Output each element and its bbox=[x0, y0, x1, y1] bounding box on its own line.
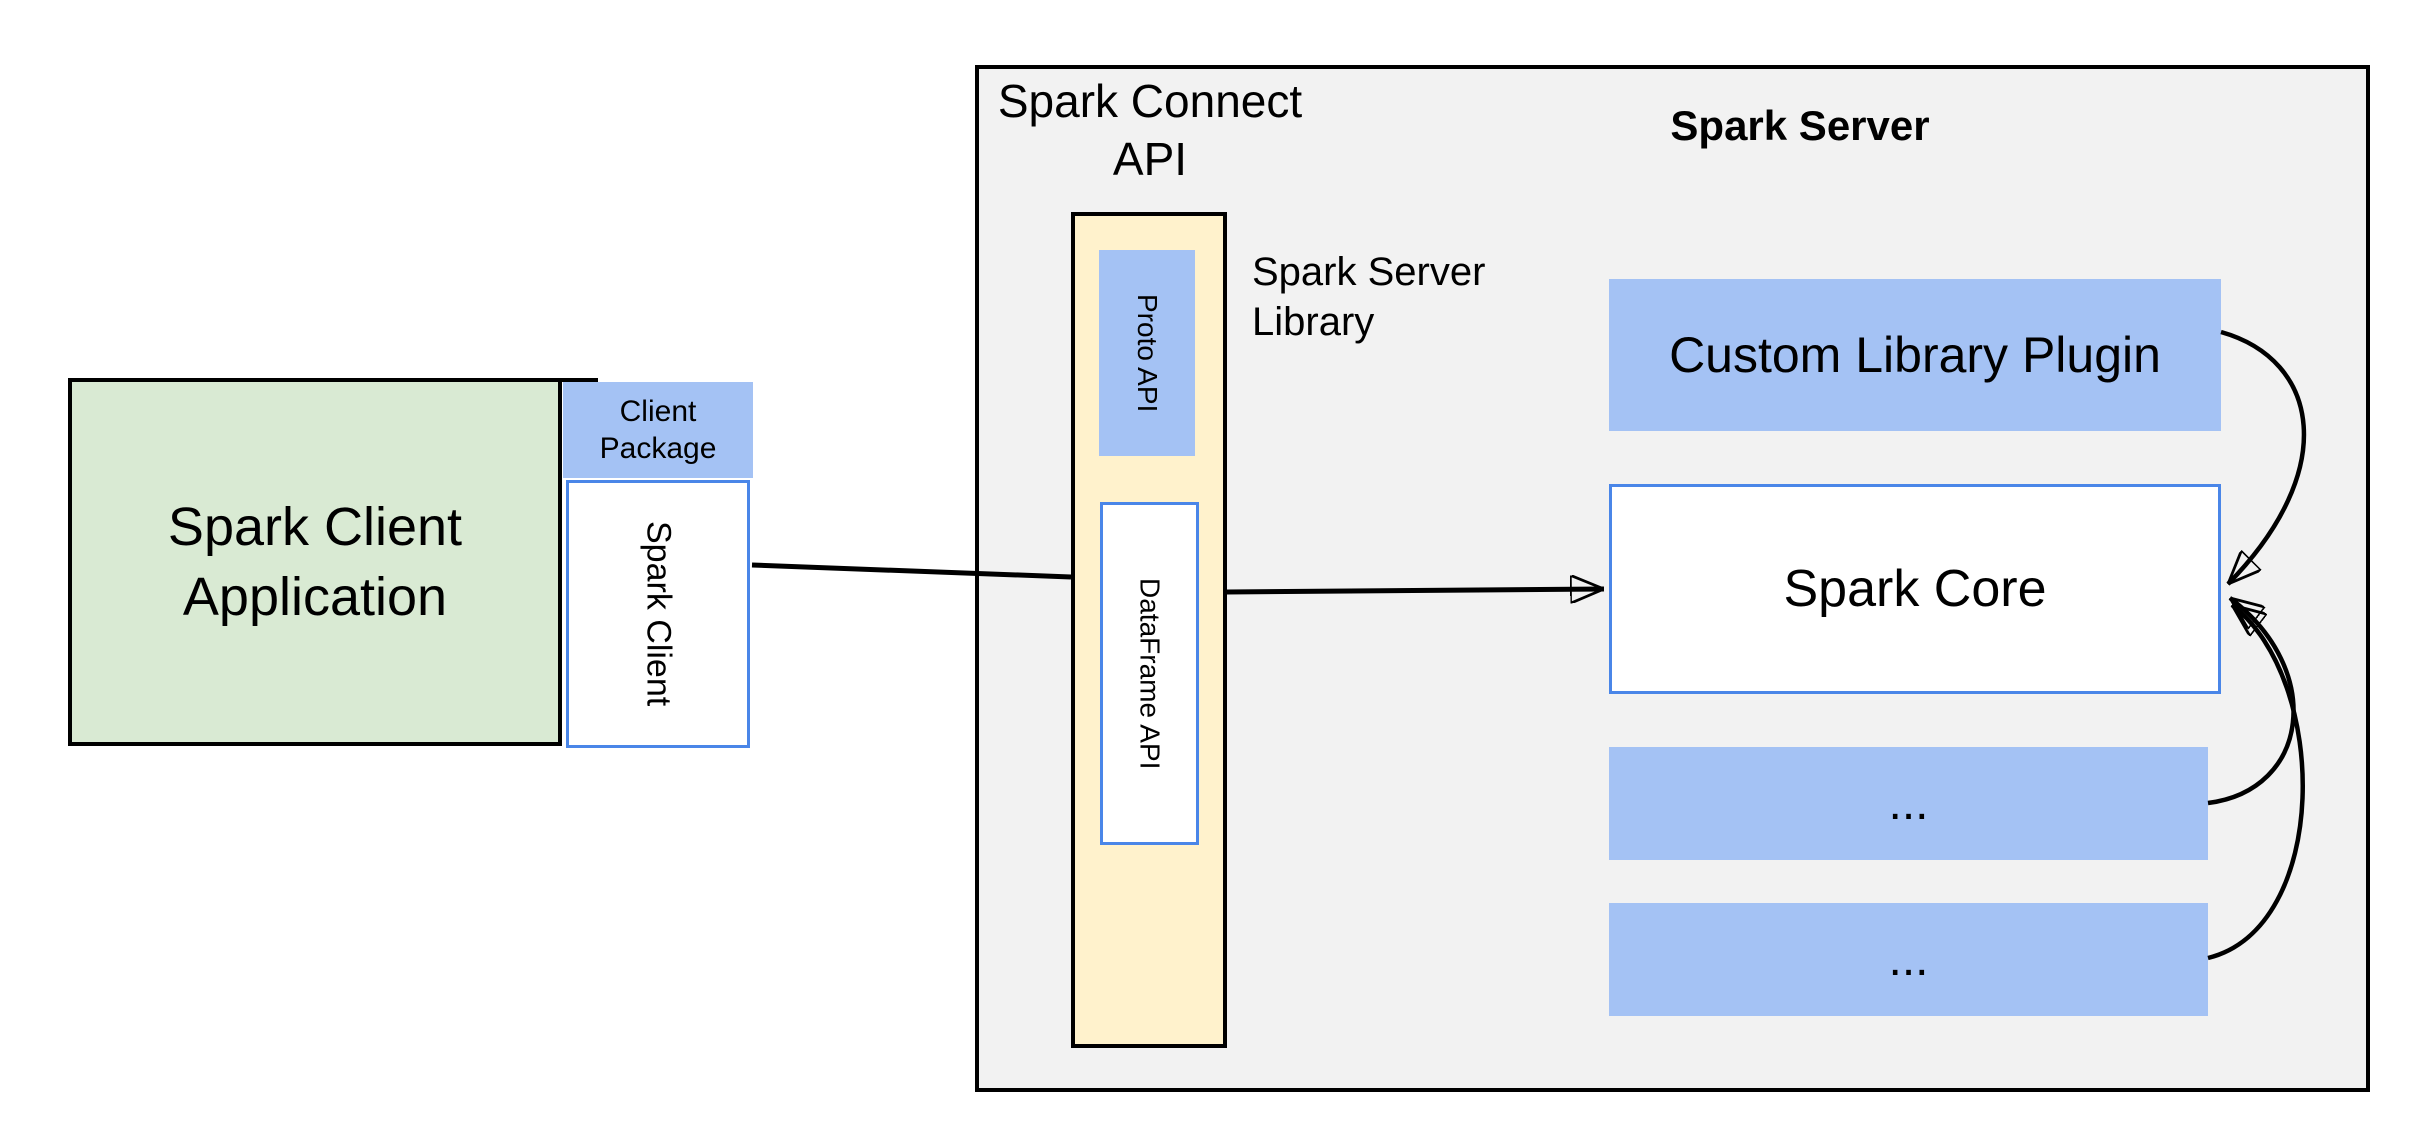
dataframe-api-box: DataFrame API bbox=[1100, 502, 1199, 845]
spark-core-box: Spark Core bbox=[1609, 484, 2221, 694]
proto-api-box: Proto API bbox=[1099, 250, 1195, 456]
ellipsis-box-2: ... bbox=[1609, 903, 2208, 1016]
client-package-box: Client Package bbox=[563, 382, 753, 478]
ellipsis-box-1: ... bbox=[1609, 747, 2208, 860]
spark-client-application-box: Spark Client Application bbox=[68, 378, 562, 746]
spark-server-library-label: Spark Server Library bbox=[1252, 250, 1486, 344]
spark-client-box: Spark Client bbox=[566, 480, 750, 748]
spark-client-label: Spark Client bbox=[639, 521, 678, 707]
spark-connect-api-label: Spark Connect API bbox=[997, 75, 1303, 185]
custom-library-plugin-box: Custom Library Plugin bbox=[1609, 279, 2221, 431]
green-box-border-overhang bbox=[562, 378, 598, 382]
spark-server-title: Spark Server bbox=[1670, 102, 1930, 149]
dataframe-api-label: DataFrame API bbox=[1134, 577, 1166, 770]
proto-api-label: Proto API bbox=[1132, 293, 1163, 413]
